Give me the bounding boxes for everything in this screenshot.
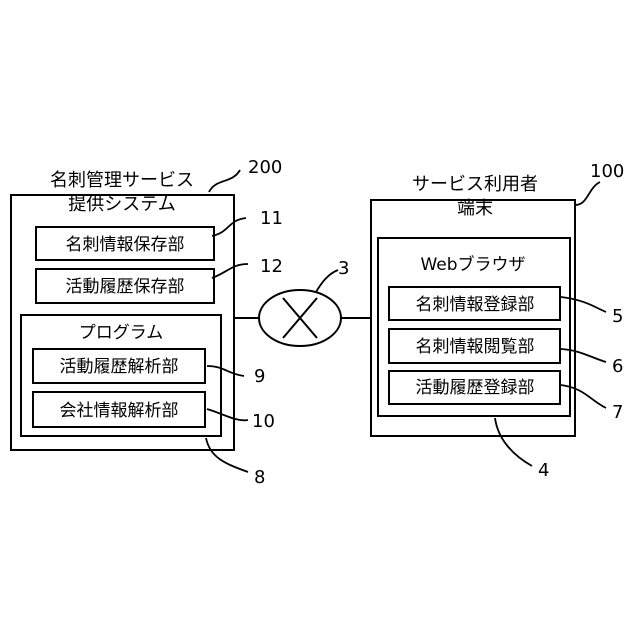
ref-4: 4: [538, 460, 549, 481]
leader-5: [561, 297, 606, 312]
ref-12: 12: [260, 256, 283, 277]
leader-12: [212, 264, 248, 278]
terminal-title-line1: サービス利用者: [412, 174, 538, 195]
ref-10: 10: [252, 411, 275, 432]
card-storage-label: 名刺情報保存部: [66, 235, 185, 255]
leader-3: [316, 270, 338, 292]
leader-200: [209, 170, 240, 192]
terminal-title-line2: 端末: [457, 198, 493, 219]
ref-200: 200: [248, 157, 282, 178]
leader-8: [206, 438, 248, 472]
ref-11: 11: [260, 208, 283, 229]
ref-3: 3: [338, 258, 349, 279]
history-register-label: 活動履歴登録部: [416, 378, 535, 398]
ref-7: 7: [612, 402, 623, 423]
browser-title: Webブラウザ: [420, 254, 525, 275]
terminal-box: [371, 200, 575, 436]
card-view-label: 名刺情報閲覧部: [416, 337, 535, 357]
leader-10: [207, 409, 248, 420]
ref-9: 9: [254, 366, 265, 387]
ref-6: 6: [612, 356, 623, 377]
server-title-line2: 提供システム: [68, 194, 175, 215]
history-analysis-label: 活動履歴解析部: [60, 357, 179, 377]
card-register-label: 名刺情報登録部: [416, 295, 535, 315]
ref-8: 8: [254, 467, 265, 488]
leader-7: [561, 385, 606, 408]
leader-11: [212, 218, 246, 236]
leader-100: [575, 182, 600, 205]
history-storage-label: 活動履歴保存部: [66, 277, 185, 297]
company-analysis-label: 会社情報解析部: [60, 401, 179, 421]
ref-5: 5: [612, 306, 623, 327]
program-title: プログラム: [79, 323, 164, 343]
server-title-line1: 名刺管理サービス: [50, 170, 194, 191]
leader-9: [207, 366, 244, 376]
ref-100: 100: [590, 161, 624, 182]
leader-6: [561, 349, 606, 362]
leader-4: [495, 418, 532, 466]
